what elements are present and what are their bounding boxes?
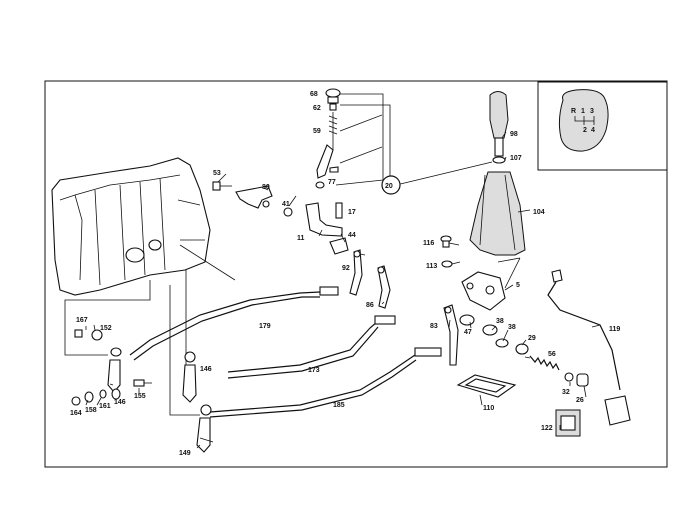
label-116: 116 xyxy=(423,240,434,247)
selector-lever-icon xyxy=(283,202,349,255)
washers-icon xyxy=(459,314,529,355)
shift-pattern-3: 3 xyxy=(590,108,594,115)
label-155: 155 xyxy=(134,393,146,400)
label-146b: 146 xyxy=(200,366,212,373)
label-152: 152 xyxy=(100,325,112,332)
label-110: 110 xyxy=(483,405,494,412)
label-173: 173 xyxy=(308,367,320,374)
label-32: 32 xyxy=(562,389,570,396)
shift-knob-icon xyxy=(489,91,509,164)
label-38a: 38 xyxy=(496,318,504,325)
label-17: 17 xyxy=(348,209,356,216)
bushing-icon xyxy=(564,372,589,387)
label-149: 149 xyxy=(179,450,191,457)
label-62: 62 xyxy=(313,105,321,112)
label-167: 167 xyxy=(76,317,88,324)
label-38b: 38 xyxy=(508,324,516,331)
label-26: 26 xyxy=(576,397,584,404)
shift-rod-assembly-icon xyxy=(315,88,341,189)
label-104: 104 xyxy=(533,209,545,216)
label-86: 86 xyxy=(366,302,374,309)
rubber-boot-icon xyxy=(555,409,581,437)
lever-83-icon xyxy=(443,304,459,366)
label-179: 179 xyxy=(259,323,271,330)
label-77: 77 xyxy=(328,179,336,186)
label-29: 29 xyxy=(528,335,536,342)
shift-rods-icon xyxy=(129,286,442,418)
label-98: 98 xyxy=(510,131,518,138)
label-164: 164 xyxy=(70,410,82,417)
shift-pattern-knob-icon: R 1 3 2 4 xyxy=(558,89,609,152)
label-161: 161 xyxy=(99,403,111,410)
frame-plate-icon xyxy=(456,374,517,398)
label-80: 80 xyxy=(262,184,270,191)
label-53: 53 xyxy=(213,170,221,177)
shift-pattern-r: R xyxy=(571,108,576,115)
shift-boot-icon xyxy=(469,171,526,256)
label-47: 47 xyxy=(464,329,472,336)
shift-pattern-4: 4 xyxy=(591,127,595,134)
callout-circle xyxy=(381,175,401,195)
shift-pattern-2: 2 xyxy=(583,127,587,134)
shift-housing-icon xyxy=(461,257,521,311)
label-68: 68 xyxy=(310,91,318,98)
label-113: 113 xyxy=(426,263,437,270)
label-119: 119 xyxy=(609,326,620,333)
mount-bolts-icon xyxy=(440,235,453,268)
transmission-housing-icon xyxy=(51,157,211,296)
shift-pattern-1: 1 xyxy=(581,108,585,115)
shift-pattern-inset-frame xyxy=(537,81,668,171)
label-185: 185 xyxy=(333,402,345,409)
spring-icon xyxy=(529,355,560,371)
label-92: 92 xyxy=(342,265,350,272)
cable-icon xyxy=(547,269,631,426)
label-11: 11 xyxy=(297,235,305,242)
diagram-frame xyxy=(44,80,668,468)
label-44: 44 xyxy=(348,232,356,239)
label-146a: 146 xyxy=(114,399,126,406)
label-56: 56 xyxy=(548,351,556,358)
label-41: 41 xyxy=(282,201,290,208)
linkage-levers-icon xyxy=(349,249,391,309)
label-59: 59 xyxy=(313,128,321,135)
label-83: 83 xyxy=(430,323,438,330)
lower-linkage-icon xyxy=(71,329,214,453)
label-107: 107 xyxy=(510,155,522,162)
label-5: 5 xyxy=(516,282,520,289)
bolt-bracket-icon xyxy=(212,181,273,209)
label-158: 158 xyxy=(85,407,97,414)
label-20: 20 xyxy=(385,183,393,190)
label-122: 122 xyxy=(541,425,553,432)
